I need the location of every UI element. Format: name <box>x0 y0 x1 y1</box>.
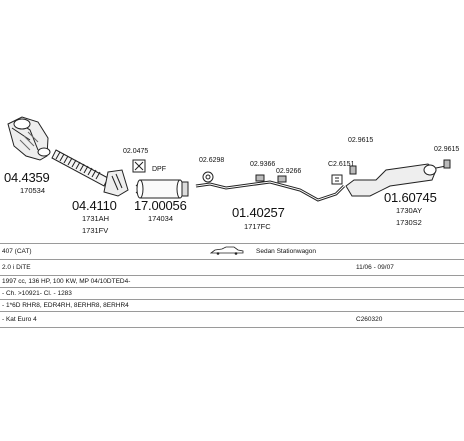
vehicle-info-table: 407 (CAT) Sedan Stationwagon 2.0 i DiTE … <box>0 243 464 328</box>
rubber-mount-drawing <box>255 174 287 183</box>
codes-text: - Ch. >10921- Cl. - 1283 <box>2 290 72 297</box>
dates-text: 11/06 - 09/07 <box>356 264 394 271</box>
part-code-flex: 04.4110 <box>72 198 117 213</box>
dpf-label: DPF <box>152 166 166 173</box>
part-sub-center: 1717FC <box>244 222 271 231</box>
rear-muffler-drawing <box>345 159 451 197</box>
exhaust-parts-drawing <box>7 116 451 202</box>
part-code-dpf: 17.00056 <box>134 198 187 213</box>
flex-pipe-drawing <box>51 149 129 197</box>
clamp-drawing <box>202 171 214 183</box>
exhaust-system-diagram: 04.4359 170534 04.4110 1731AH 1731FV 17.… <box>4 116 460 235</box>
ref-text: C260320 <box>356 316 383 323</box>
info-row-cat: - Kat Euro 4 C260320 <box>0 312 464 328</box>
small-code-clamp: 02.6298 <box>199 157 225 164</box>
info-row-engine-codes: - 1*6D RHR8, EDR4RH, 8ERHR8, 8ERHR4 <box>0 300 464 312</box>
small-code-mount-2: 02.9266 <box>276 168 302 175</box>
info-row-spec: 1997 cc, 136 HP, 100 KW, MP 04/10DTED4- <box>0 276 464 288</box>
small-code-mount-3: 02.9615 <box>348 137 374 144</box>
small-code-clamp-c: C2.6151 <box>328 161 355 168</box>
cat-text: - Kat Euro 4 <box>2 316 37 323</box>
part-code-muffler: 01.60745 <box>384 190 437 205</box>
part-sub-catalytic: 170534 <box>20 186 46 195</box>
part-sub-dpf: 174034 <box>148 214 174 223</box>
info-row-model: 407 (CAT) Sedan Stationwagon <box>0 243 464 260</box>
small-code-mount-4: 02.9615 <box>434 146 460 153</box>
part-code-catalytic: 04.4359 <box>4 170 50 185</box>
dpf-drawing <box>135 179 189 199</box>
part-sub-muffler-2: 1730S2 <box>396 218 422 227</box>
part-code-center: 01.40257 <box>232 205 285 220</box>
spec-text: 1997 cc, 136 HP, 100 KW, MP 04/10DTED4- <box>2 278 131 285</box>
center-pipe-drawing <box>195 180 346 202</box>
car-body-icon <box>210 246 244 255</box>
engine-codes-text: - 1*6D RHR8, EDR4RH, 8ERHR8, 8ERHR4 <box>2 302 129 309</box>
small-code-mount-1: 02.9366 <box>250 161 276 168</box>
bracket-drawing <box>132 159 146 173</box>
part-sub-flex-1: 1731AH <box>82 214 110 223</box>
body-text: Sedan Stationwagon <box>256 248 316 255</box>
engine-text: 2.0 i DiTE <box>2 264 31 271</box>
info-row-engine: 2.0 i DiTE 11/06 - 09/07 <box>0 260 464 276</box>
info-row-codes: - Ch. >10921- Cl. - 1283 <box>0 288 464 300</box>
part-sub-flex-2: 1731FV <box>82 226 109 235</box>
small-code-bracket: 02.0475 <box>123 148 149 155</box>
catalytic-converter-drawing <box>7 116 51 161</box>
model-text: 407 (CAT) <box>2 248 32 255</box>
clamp-c-drawing <box>331 174 343 185</box>
part-sub-muffler-1: 1730AY <box>396 206 423 215</box>
